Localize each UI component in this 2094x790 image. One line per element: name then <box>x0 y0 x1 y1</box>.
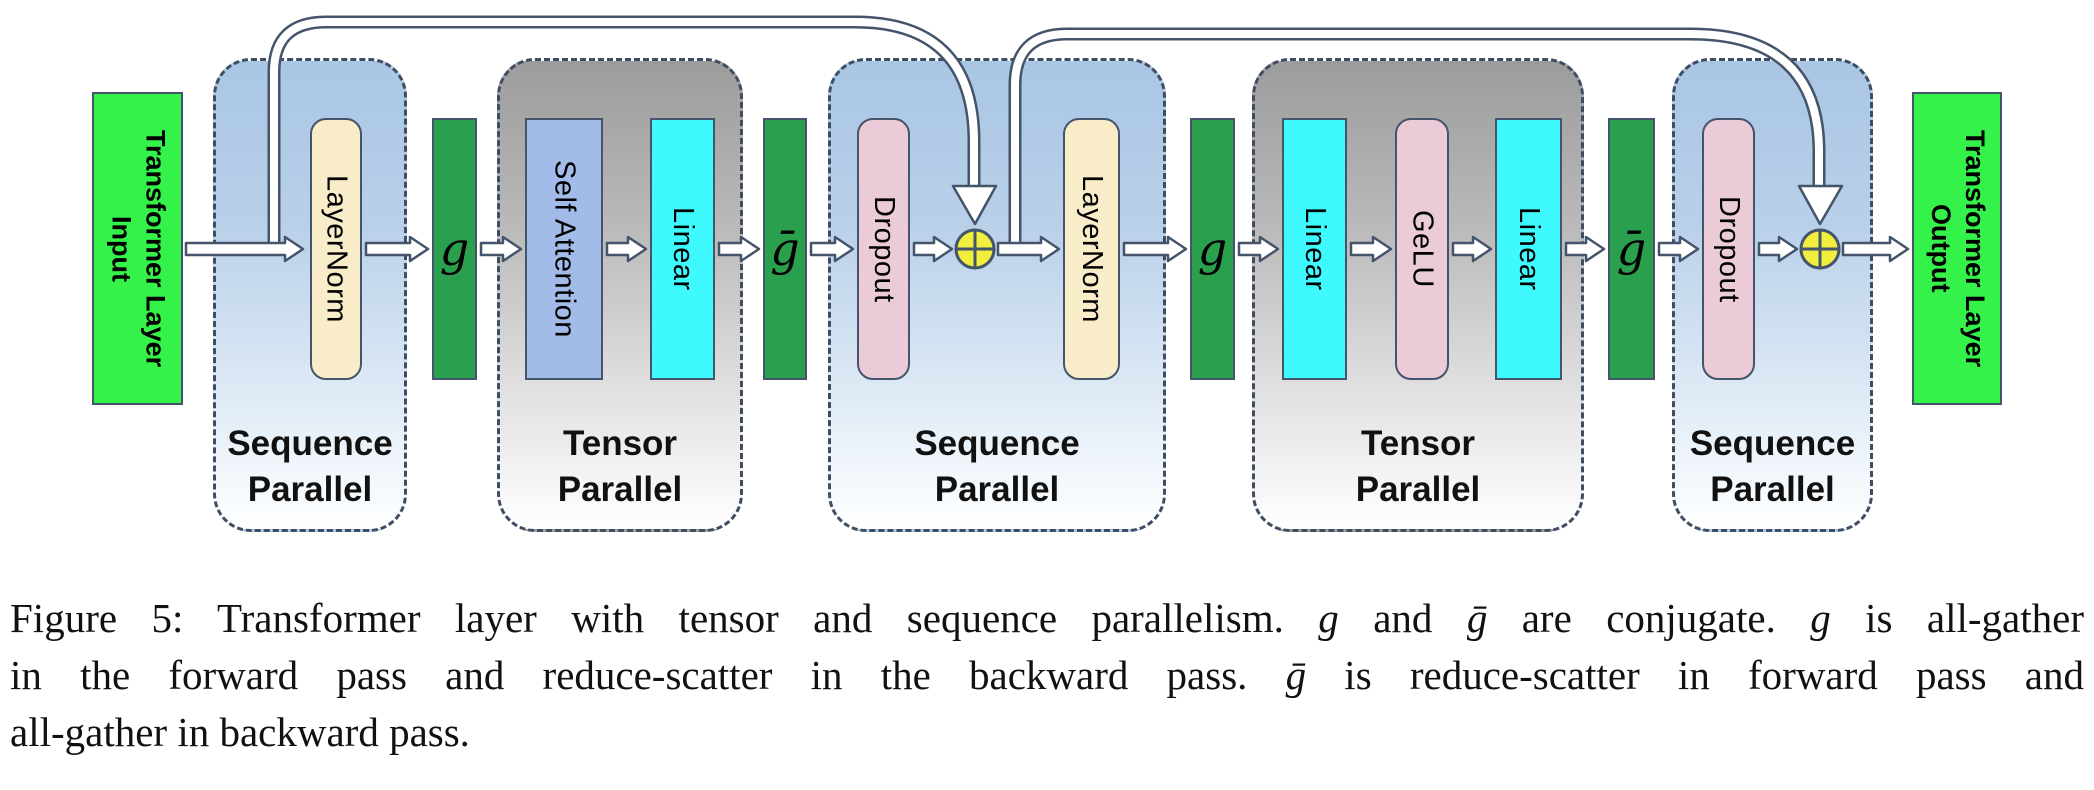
transformer-output-line2: Output <box>1926 204 1956 293</box>
linear-block-3: Linear <box>1495 118 1562 380</box>
linear-label: Linear <box>667 207 699 291</box>
linear-label: Linear <box>1299 207 1331 291</box>
dropout-block-1: Dropout <box>857 118 910 380</box>
linear-label: Linear <box>1513 207 1545 291</box>
gbar-scatter-block-2: ḡ <box>1608 118 1655 380</box>
linear-block-1: Linear <box>650 118 715 380</box>
region-label-line1: Sequence <box>227 423 393 463</box>
figure-caption: Figure 5: Transformer layer with tensor … <box>10 590 2084 761</box>
layernorm-label: LayerNorm <box>1076 175 1108 323</box>
transformer-output-label: Transformer Layer Output <box>1923 130 1991 367</box>
layernorm-label: LayerNorm <box>320 175 353 323</box>
gbar-scatter-block-1: ḡ <box>763 118 807 380</box>
gbar-label: ḡ <box>1616 222 1647 276</box>
transformer-input-line1: Transformer Layer <box>140 129 171 368</box>
g-label: g <box>1197 222 1228 276</box>
region-label-line1: Tensor <box>562 423 678 463</box>
layernorm-block-2: LayerNorm <box>1063 118 1120 380</box>
transformer-output-box: Transformer Layer Output <box>1912 92 2002 405</box>
layernorm-block-1: LayerNorm <box>310 118 362 380</box>
dropout-block-2: Dropout <box>1702 118 1755 380</box>
linear-block-2: Linear <box>1282 118 1347 380</box>
g-label: g <box>439 222 470 276</box>
region-label-line1: Tensor <box>1360 423 1476 463</box>
g-gather-block-2: g <box>1190 118 1235 380</box>
region-label: Tensor Parallel <box>500 421 740 513</box>
region-label: Sequence Parallel <box>1675 421 1870 513</box>
self-attention-block: Self Attention <box>525 118 603 380</box>
caption-line-2: in the forward pass and reduce-scatter i… <box>10 652 2084 698</box>
transformer-input-box: Transformer Layer Input <box>92 92 183 405</box>
self-attention-label: Self Attention <box>548 160 581 338</box>
transformer-input-line2: Input <box>106 215 137 282</box>
transformer-input-label: Transformer Layer Input <box>104 130 172 367</box>
region-label: Sequence Parallel <box>831 421 1163 513</box>
caption-line-3: all-gather in backward pass. <box>10 709 470 755</box>
region-label-line1: Sequence <box>914 423 1080 463</box>
dropout-label: Dropout <box>1713 195 1745 303</box>
region-label-line2: Parallel <box>247 469 373 509</box>
gelu-label: GeLU <box>1406 210 1439 288</box>
transformer-parallelism-diagram: Sequence Parallel Tensor Parallel Sequen… <box>92 15 2002 532</box>
region-label: Tensor Parallel <box>1255 421 1581 513</box>
region-label-line1: Sequence <box>1689 423 1856 463</box>
region-label: Sequence Parallel <box>216 421 404 513</box>
caption-line-1: Figure 5: Transformer layer with tensor … <box>10 595 2084 641</box>
g-gather-block-1: g <box>432 118 477 380</box>
gelu-block: GeLU <box>1395 118 1449 380</box>
gbar-label: ḡ <box>770 222 800 276</box>
region-label-line2: Parallel <box>1355 469 1481 509</box>
region-label-line2: Parallel <box>1710 469 1835 509</box>
region-label-line2: Parallel <box>934 469 1060 509</box>
region-label-line2: Parallel <box>557 469 683 509</box>
transformer-output-line1: Transformer Layer <box>1959 129 1990 368</box>
dropout-label: Dropout <box>868 195 900 303</box>
